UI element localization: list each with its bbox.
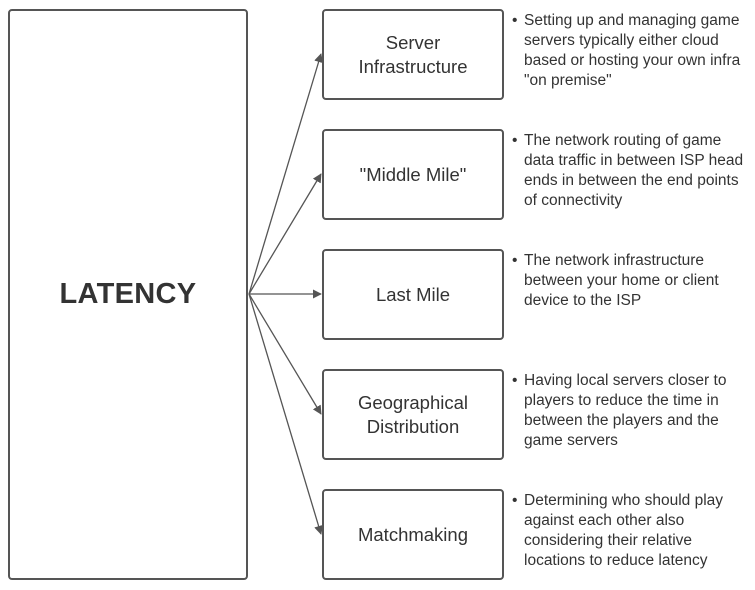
bullet: • bbox=[512, 372, 518, 389]
geographical-distribution-box: Geographical Distribution bbox=[322, 369, 504, 460]
bullet: • bbox=[512, 252, 518, 269]
server-infrastructure-description: • Setting up and managing game servers t… bbox=[512, 11, 752, 91]
bullet: • bbox=[512, 12, 518, 29]
last-mile-label: Last Mile bbox=[375, 283, 451, 305]
server-infrastructure-label: Server Infrastructure bbox=[358, 31, 468, 77]
middle-mile-description: • The network routing of game data traff… bbox=[512, 131, 752, 211]
arrow-to-server-infrastructure bbox=[248, 53, 324, 295]
last-mile-description-text: The network infrastructure between your … bbox=[524, 252, 719, 309]
matchmaking-description: • Determining who should play against ea… bbox=[512, 491, 752, 571]
bullet: • bbox=[512, 132, 518, 149]
middle-mile-box: "Middle Mile" bbox=[322, 129, 504, 220]
latency-title: LATENCY bbox=[59, 278, 197, 310]
matchmaking-description-text: Determining who should play against each… bbox=[524, 492, 724, 569]
geographical-distribution-label: Geographical Distribution bbox=[357, 391, 469, 437]
geographical-distribution-description: • Having local servers closer to players… bbox=[512, 371, 752, 451]
matchmaking-box: Matchmaking bbox=[322, 489, 504, 580]
middle-mile-description-text: The network routing of game data traffic… bbox=[524, 132, 744, 209]
last-mile-box: Last Mile bbox=[322, 249, 504, 340]
bullet: • bbox=[512, 492, 518, 509]
arrow-to-middle-mile bbox=[248, 173, 322, 295]
middle-mile-label: "Middle Mile" bbox=[359, 163, 467, 185]
geographical-distribution-description-text: Having local servers closer to players t… bbox=[524, 372, 727, 449]
server-infrastructure-box: Server Infrastructure bbox=[322, 9, 504, 100]
arrow-to-geographical-distribution bbox=[248, 293, 322, 415]
server-infrastructure-description-text: Setting up and managing game servers typ… bbox=[524, 12, 741, 89]
matchmaking-label: Matchmaking bbox=[357, 523, 468, 545]
last-mile-description: • The network infrastructure between you… bbox=[512, 251, 752, 311]
arrow-to-matchmaking bbox=[248, 293, 324, 535]
latency-box: LATENCY bbox=[8, 9, 248, 580]
